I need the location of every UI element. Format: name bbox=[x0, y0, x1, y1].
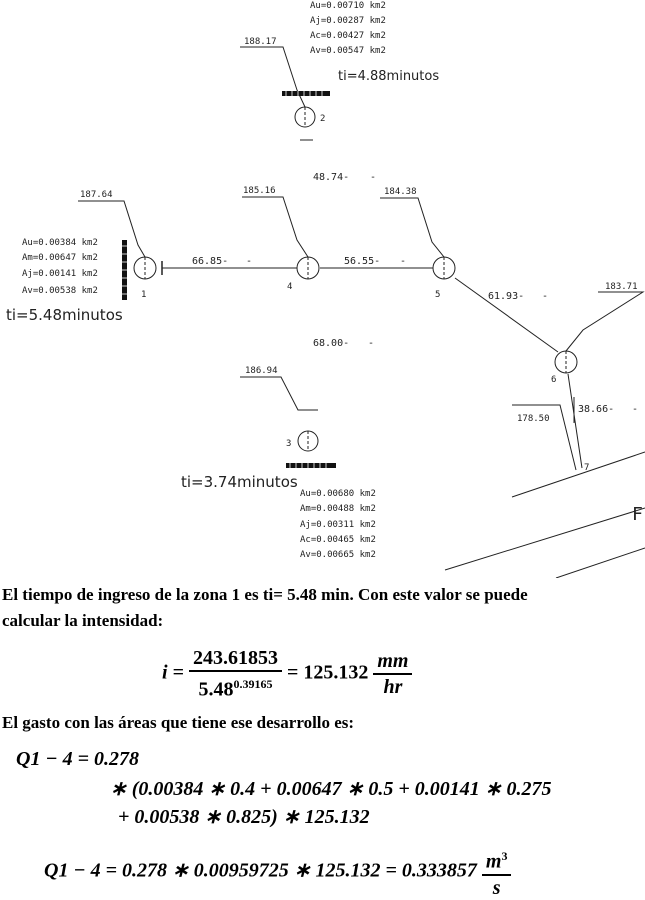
q1-formula-line3: + 0.00538 ∗ 0.825) ∗ 125.132 bbox=[118, 806, 370, 828]
node-3-area-ac: Ac=0.00465 km2 bbox=[300, 535, 376, 545]
pipe-5-6 bbox=[454, 277, 559, 353]
node-3-area-am: Am=0.00488 km2 bbox=[300, 504, 376, 514]
pipe-5-6-length: 61.93- bbox=[488, 291, 524, 302]
node-2-area-au: Au=0.00710 km2 bbox=[310, 1, 386, 11]
pipe-4-5-dash: - bbox=[400, 256, 406, 267]
pipe-3-4-dash: - bbox=[368, 338, 374, 349]
node-1-area-aj: Aj=0.00141 km2 bbox=[22, 269, 98, 279]
intensity-den-base: 5.48 bbox=[198, 678, 234, 701]
pipe-2-4-dash: - bbox=[370, 172, 376, 183]
node-2-area-av: Av=0.00547 km2 bbox=[310, 46, 386, 56]
q1-formula-line2: ∗ (0.00384 ∗ 0.4 + 0.00647 ∗ 0.5 + 0.001… bbox=[110, 778, 552, 800]
node-1-area-au: Au=0.00384 km2 bbox=[22, 238, 98, 248]
zone-marker-2 bbox=[282, 91, 330, 96]
node-7-id: 7 bbox=[584, 463, 589, 473]
manhole-4 bbox=[296, 256, 320, 280]
node-7-elevation: 178.50 bbox=[517, 414, 550, 424]
node-4-id: 4 bbox=[287, 282, 292, 292]
intensity-denominator: 5.480.39165 bbox=[194, 672, 276, 702]
intensity-unit-num: mm bbox=[373, 649, 413, 675]
node-3-id: 3 bbox=[286, 439, 291, 449]
intensity-unit: mm hr bbox=[373, 649, 413, 699]
node-6-elevation: 183.71 bbox=[605, 282, 638, 292]
pipe-5-6-dash: - bbox=[542, 291, 548, 302]
manhole-1 bbox=[133, 256, 157, 280]
node-5-elevation: 184.38 bbox=[384, 187, 417, 197]
pipe-6-7-length: 38.66- bbox=[578, 404, 614, 415]
intensity-unit-den: hr bbox=[383, 675, 403, 698]
node-2-area-ac: Ac=0.00427 km2 bbox=[310, 31, 386, 41]
node-2-id: 2 bbox=[320, 114, 325, 124]
node-1-elevation: 187.64 bbox=[80, 190, 113, 200]
pipe-6-7-dash: - bbox=[632, 404, 638, 415]
q1-result-formula: Q1 − 4 = 0.278 ∗ 0.00959725 ∗ 125.132 = … bbox=[44, 844, 512, 900]
q1-result-lhs: Q1 − 4 = 0.278 ∗ 0.00959725 ∗ 125.132 = … bbox=[44, 859, 477, 882]
paragraph-gasto: El gasto con las áreas que tiene ese des… bbox=[2, 713, 355, 732]
manhole-2 bbox=[294, 106, 316, 128]
outlet-letter: F bbox=[632, 504, 643, 525]
q1-formula-line1: Q1 − 4 = 0.278 bbox=[16, 748, 139, 770]
manhole-3 bbox=[297, 430, 319, 452]
pipe-2-4-length: 48.74- bbox=[313, 172, 349, 183]
intensity-result: = 125.132 bbox=[286, 661, 369, 684]
node-2-area-aj: Aj=0.00287 km2 bbox=[310, 16, 386, 26]
paragraph-ti: El tiempo de ingreso de la zona 1 es ti=… bbox=[2, 582, 645, 634]
q1-result-unit-num: m3 bbox=[481, 844, 512, 876]
q1-result-unit-den: s bbox=[492, 876, 501, 899]
node-3-area-aj: Aj=0.00311 km2 bbox=[300, 520, 376, 530]
intensity-numerator: 243.61853 bbox=[188, 646, 282, 672]
calculation-text: El tiempo de ingreso de la zona 1 es ti=… bbox=[0, 582, 645, 899]
intensity-lhs: i = bbox=[162, 661, 184, 684]
node-2-elevation: 188.17 bbox=[244, 37, 277, 47]
node-4-elevation: 185.16 bbox=[243, 186, 276, 196]
zone-marker-3 bbox=[286, 463, 336, 468]
node-5-id: 5 bbox=[435, 290, 440, 300]
node-1-area-av: Av=0.00538 km2 bbox=[22, 286, 98, 296]
outlet-boundary bbox=[444, 451, 645, 578]
intensity-den-exp: 0.39165 bbox=[233, 677, 273, 691]
pipe-1-4-length: 66.85- bbox=[192, 256, 228, 267]
node-2-ti: ti=4.88minutos bbox=[338, 69, 439, 84]
drainage-network-diagram: F Au=0.00710 km2 Aj=0.00287 km2 Ac=0.004… bbox=[6, 1, 645, 578]
node-1-ti: ti=5.48minutos bbox=[6, 306, 123, 324]
pipe-6-7 bbox=[567, 373, 583, 469]
leader-lines bbox=[78, 46, 645, 471]
pipe-3-4-length: 68.00- bbox=[313, 338, 349, 349]
q1-unit-m: m bbox=[485, 850, 502, 873]
q1-unit-exp: 3 bbox=[501, 849, 508, 863]
manhole-5 bbox=[432, 256, 456, 280]
node-3-area-au: Au=0.00680 km2 bbox=[300, 489, 376, 499]
node-3-ti: ti=3.74minutos bbox=[181, 473, 298, 491]
paragraph-ti-line2: calcular la intensidad: bbox=[2, 611, 164, 630]
node-6-id: 6 bbox=[551, 375, 556, 385]
q1-result-unit: m3 s bbox=[481, 844, 512, 900]
manhole-6 bbox=[554, 350, 578, 374]
intensity-formula: i = 243.61853 5.480.39165 = 125.132 mm h… bbox=[162, 646, 413, 702]
node-1-area-am: Am=0.00647 km2 bbox=[22, 253, 98, 263]
intensity-fraction: 243.61853 5.480.39165 bbox=[188, 646, 282, 702]
paragraph-ti-line1: El tiempo de ingreso de la zona 1 es ti=… bbox=[2, 585, 528, 604]
pipe-4-5-length: 56.55- bbox=[344, 256, 380, 267]
pipe-1-4-dash: - bbox=[246, 256, 252, 267]
node-3-area-av: Av=0.00665 km2 bbox=[300, 550, 376, 560]
node-1-id: 1 bbox=[141, 290, 146, 300]
node-3-elevation: 186.94 bbox=[245, 366, 278, 376]
